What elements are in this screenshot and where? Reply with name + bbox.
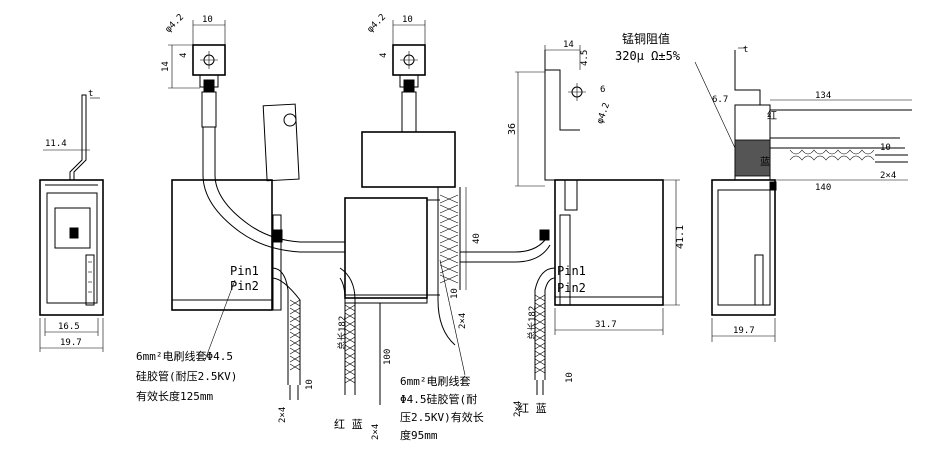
dim-19-7-right: 19.7	[733, 326, 755, 336]
right-side-view: t 6.7 134 140 10 2×4 红 蓝 19.7	[711, 45, 912, 342]
left-block	[171, 103, 300, 311]
dim-strip-right: 10	[565, 372, 575, 383]
dim-16-5: 16.5	[58, 322, 80, 332]
label-pin1-right: Pin1	[557, 264, 586, 278]
dim-pitch-right: 2×4	[513, 401, 523, 417]
center-bottom-wires: 100 红 蓝 2×4	[334, 267, 393, 440]
dim-center-10: 10	[450, 288, 460, 299]
note-left-line-3: 有效长度125mm	[136, 389, 213, 403]
note-mid-line-3: 压2.5KV)有效长	[400, 410, 484, 424]
dim-side-10: 10	[880, 143, 891, 153]
dim-10-center-lug: 10	[402, 15, 413, 25]
dim-4-center-lug: 4	[379, 53, 389, 58]
dim-bracket-36: 36	[507, 123, 518, 135]
note-middle: 6mm²电刷线套 Φ4.5硅胶管(耐 压2.5KV)有效长 度95mm	[400, 259, 484, 442]
note-mid-line-4: 度95mm	[400, 428, 438, 442]
label-pin2-right: Pin2	[557, 281, 586, 295]
dim-wire-len-left: 总长182	[336, 316, 348, 350]
dim-pitch-left: 2×4	[278, 407, 288, 423]
dim-center-2x4-bottom: 2×4	[371, 424, 381, 440]
dim-phi-center-lug: φ4.2	[366, 12, 388, 34]
dim-bracket-phi: φ4.2	[595, 101, 612, 125]
center-lug: 10 φ4.2 4	[366, 12, 426, 133]
label-side-red: 红	[767, 109, 777, 122]
right-wire-bundle: 总长182 10 2×4 红 蓝	[513, 267, 575, 417]
dim-4-left-lug: 4	[179, 53, 189, 58]
right-block: Pin1 Pin2 14 φ4.2 6 4.5 36 41.1 31.7	[507, 40, 686, 335]
manganin-value: 320μ Ω±5%	[615, 49, 681, 63]
label-side-blue: 蓝	[760, 156, 770, 168]
note-left-line-1: 6mm²电刷线套Φ4.5	[136, 349, 233, 363]
label-pin1-left: Pin1	[230, 264, 259, 278]
left-lug: 10 φ4.2 14 4	[161, 12, 226, 128]
dim-11-4: 11.4	[45, 139, 67, 149]
label-pin2-left: Pin2	[230, 279, 259, 293]
note-mid-line-1: 6mm²电刷线套	[400, 374, 471, 388]
dim-19-7-left: 19.7	[60, 338, 82, 348]
dim-140: 140	[815, 183, 831, 193]
dim-t-right: t	[743, 45, 748, 55]
dim-134: 134	[815, 91, 831, 101]
note-mid-line-2: Φ4.5硅胶管(耐	[400, 392, 477, 406]
manganin-annotation: 锰铜阻值 320μ Ω±5%	[615, 31, 736, 149]
dim-6-7: 6.7	[712, 95, 728, 105]
dim-14-left-lug: 14	[161, 61, 171, 72]
label-red-blue-left: 红 蓝	[334, 418, 363, 431]
dim-phi-left-lug: φ4.2	[164, 12, 186, 34]
dim-strip-left: 10	[305, 379, 315, 390]
dim-center-2x4: 2×4	[458, 313, 468, 329]
left-side-view: 11.4 t 16.5 19.7	[39, 89, 104, 352]
left-wire-bundle: 总长182 10 2×4	[271, 267, 348, 423]
dim-wire-len-right: 总长182	[526, 306, 538, 340]
dim-side-2x4: 2×4	[880, 171, 896, 181]
note-left-line-2: 硅胶管(耐压2.5KV)	[136, 369, 237, 383]
dim-len-100: 100	[383, 349, 393, 365]
dim-body-41-1: 41.1	[675, 225, 686, 249]
label-red-blue-right: 红 蓝	[518, 402, 547, 415]
dim-10-left-lug: 10	[202, 15, 213, 25]
manganin-title: 锰铜阻值	[622, 31, 670, 46]
dim-right-31-7: 31.7	[595, 320, 617, 330]
dim-t-left: t	[88, 89, 93, 99]
dim-center-40: 40	[472, 233, 482, 244]
dim-bracket-14: 14	[563, 40, 574, 50]
right-cable	[460, 239, 551, 263]
note-left: 6mm²电刷线套Φ4.5 硅胶管(耐压2.5KV) 有效长度125mm	[136, 279, 237, 403]
center-twisted-wire: 40 10 2×4	[437, 187, 482, 346]
left-cable	[202, 127, 345, 253]
dim-bracket-6: 6	[600, 85, 605, 95]
dim-bracket-4-5: 4.5	[580, 50, 590, 66]
